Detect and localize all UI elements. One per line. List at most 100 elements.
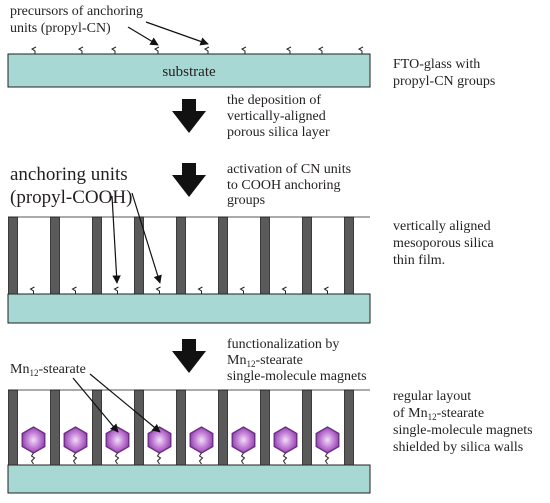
- mn12-pointer-1: [72, 377, 119, 433]
- process-arrow-3: [172, 339, 206, 373]
- linker-5: [198, 452, 204, 465]
- mn12-magnet-1: [21, 426, 46, 465]
- silica-wall-final-9: [344, 389, 354, 466]
- process-arrow-1: [172, 99, 206, 133]
- fto-label-line2: propyl-CN groups: [393, 74, 495, 89]
- cn-group-3: [111, 46, 117, 54]
- process-arrow-2: [172, 163, 206, 197]
- cooh-group-1-stroke: [29, 286, 35, 294]
- silica-wall-final-3: [92, 389, 102, 466]
- cn-group-8: [318, 46, 324, 54]
- silica-walls-final: [8, 389, 370, 466]
- substrate-label: substrate: [162, 64, 216, 80]
- cn-group-6: [241, 46, 247, 54]
- silica-wall-final-5: [176, 389, 186, 466]
- precursor-pointer-2: [145, 21, 209, 46]
- cn-group-9-stroke: [358, 46, 364, 54]
- hexagon-8: [315, 426, 340, 454]
- step1-label-line1: the deposition of: [227, 93, 321, 108]
- step1-label-line2: vertically-aligned: [227, 109, 326, 124]
- cooh-group-2-stroke: [71, 286, 77, 294]
- mn12-magnet-4: [147, 426, 172, 465]
- cn-group-4-stroke: [154, 46, 160, 54]
- cn-group-5: [204, 46, 210, 54]
- hexagon-1: [21, 426, 46, 454]
- cn-group-3-stroke: [111, 46, 117, 54]
- panel-substrate: substrate precursors of anchoring units …: [7, 4, 495, 89]
- silica-wall-final-4: [134, 389, 144, 466]
- mn12-magnets: [21, 426, 340, 465]
- silica-wall-final-7: [260, 389, 270, 466]
- cn-group-8-stroke: [318, 46, 324, 54]
- cooh-group-4-stroke: [155, 286, 161, 294]
- cooh-group-5: [197, 286, 203, 294]
- propyl-cooh-groups: [29, 286, 329, 294]
- cn-group-6-stroke: [241, 46, 247, 54]
- hexagon-5: [189, 426, 214, 454]
- cn-group-7: [286, 46, 292, 54]
- silica-wall-6: [218, 216, 228, 295]
- silica-wall-7: [260, 216, 270, 295]
- step2-label-line1: activation of CN units: [227, 162, 351, 177]
- anchoring-label-line2: (propyl-COOH): [10, 187, 132, 208]
- cooh-group-2: [71, 286, 77, 294]
- step1-label-line3: porous silica layer: [227, 125, 330, 140]
- linker-4: [156, 452, 162, 465]
- linker-7: [282, 452, 288, 465]
- precursors-label-line1: precursors of anchoring: [10, 4, 143, 19]
- cooh-group-3-stroke: [113, 286, 119, 294]
- precursor-pointer-1: [127, 26, 159, 46]
- anchoring-label-line1: anchoring units: [10, 164, 128, 185]
- fto-label-line1: FTO-glass with: [393, 57, 480, 72]
- hexagon-7: [273, 426, 298, 454]
- cooh-group-6: [239, 286, 245, 294]
- hexagon-2: [63, 426, 88, 454]
- film-label-line2: mesoporous silica: [393, 236, 494, 251]
- linker-3: [114, 452, 120, 465]
- cooh-group-7: [281, 286, 287, 294]
- linker-2: [72, 452, 78, 465]
- silica-wall-2: [50, 216, 60, 295]
- linker-8: [324, 452, 330, 465]
- propyl-cn-groups: [31, 46, 364, 54]
- cooh-group-6-stroke: [239, 286, 245, 294]
- final-label-line3: single-molecule magnets: [393, 423, 533, 438]
- silica-wall-8: [302, 216, 312, 295]
- cn-group-9: [358, 46, 364, 54]
- mn12-pointer-2: [89, 373, 161, 433]
- silica-wall-final-6: [218, 389, 228, 466]
- silica-wall-final-1: [8, 389, 18, 466]
- silica-wall-3: [92, 216, 102, 295]
- cooh-group-1: [29, 286, 35, 294]
- substrate-layer-3: [7, 464, 371, 494]
- step2-label-line2: to COOH anchoring: [227, 178, 341, 193]
- silica-wall-4: [134, 216, 144, 295]
- mn12-label: Mn12-stearate: [10, 362, 86, 378]
- cn-group-5-stroke: [204, 46, 210, 54]
- step3-label-line2: Mn12-stearate: [227, 353, 303, 369]
- substrate-layer: [7, 53, 371, 88]
- mn12-magnet-6: [231, 426, 256, 465]
- final-label-line1: regular layout: [393, 389, 471, 404]
- film-label-line3: thin film.: [393, 253, 445, 268]
- cooh-group-7-stroke: [281, 286, 287, 294]
- cooh-group-8-stroke: [323, 286, 329, 294]
- final-label-line4: shielded by silica walls: [393, 440, 523, 455]
- cooh-group-4: [155, 286, 161, 294]
- mn12-magnet-2: [63, 426, 88, 465]
- panel-mesoporous-film: vertically aligned mesoporous silica thi…: [7, 192, 494, 324]
- step2-label-line3: groups: [227, 193, 265, 208]
- mn12-magnet-8: [315, 426, 340, 465]
- cooh-group-3: [113, 286, 119, 294]
- mn12-magnet-3: [105, 426, 130, 465]
- precursors-label-line2: units (propyl-CN): [10, 21, 111, 36]
- film-label-line1: vertically aligned: [393, 219, 491, 234]
- anchoring-pointer-2: [131, 192, 162, 284]
- silica-walls-film: [8, 216, 370, 295]
- silica-wall-final-8: [302, 389, 312, 466]
- cn-group-4: [154, 46, 160, 54]
- panel-final-layout: regular layout of Mn12-stearate single-m…: [7, 373, 533, 494]
- silica-wall-5: [176, 216, 186, 295]
